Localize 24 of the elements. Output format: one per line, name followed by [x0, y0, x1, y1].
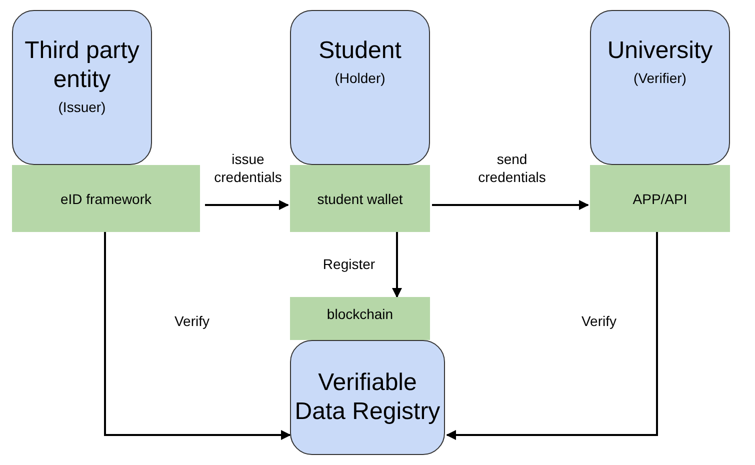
node-title: Student	[318, 37, 402, 66]
node-title: Verifiable Data Registry	[294, 368, 442, 426]
rounded-box	[590, 10, 730, 165]
band-label: student wallet	[317, 190, 403, 206]
arrow	[205, 200, 289, 210]
rounded-box	[12, 10, 152, 165]
band-label: eID framework	[60, 190, 152, 206]
node-role: (Verifier)	[634, 70, 686, 86]
node-title: Third party entity	[24, 37, 140, 95]
arrow	[432, 200, 589, 210]
arrow	[446, 232, 658, 440]
label-band	[590, 165, 730, 232]
arrow	[392, 232, 402, 298]
node-role: (Issuer)	[58, 98, 106, 115]
rounded-box	[290, 10, 430, 165]
rounded-box	[290, 340, 445, 455]
label-band	[290, 165, 430, 232]
band-label: blockchain	[326, 306, 394, 322]
band-label: APP/API	[632, 190, 688, 206]
arrow	[104, 232, 291, 440]
label-band	[12, 165, 200, 232]
node-role: (Holder)	[334, 70, 386, 86]
node-title: University	[607, 37, 713, 66]
label-band	[290, 297, 430, 340]
